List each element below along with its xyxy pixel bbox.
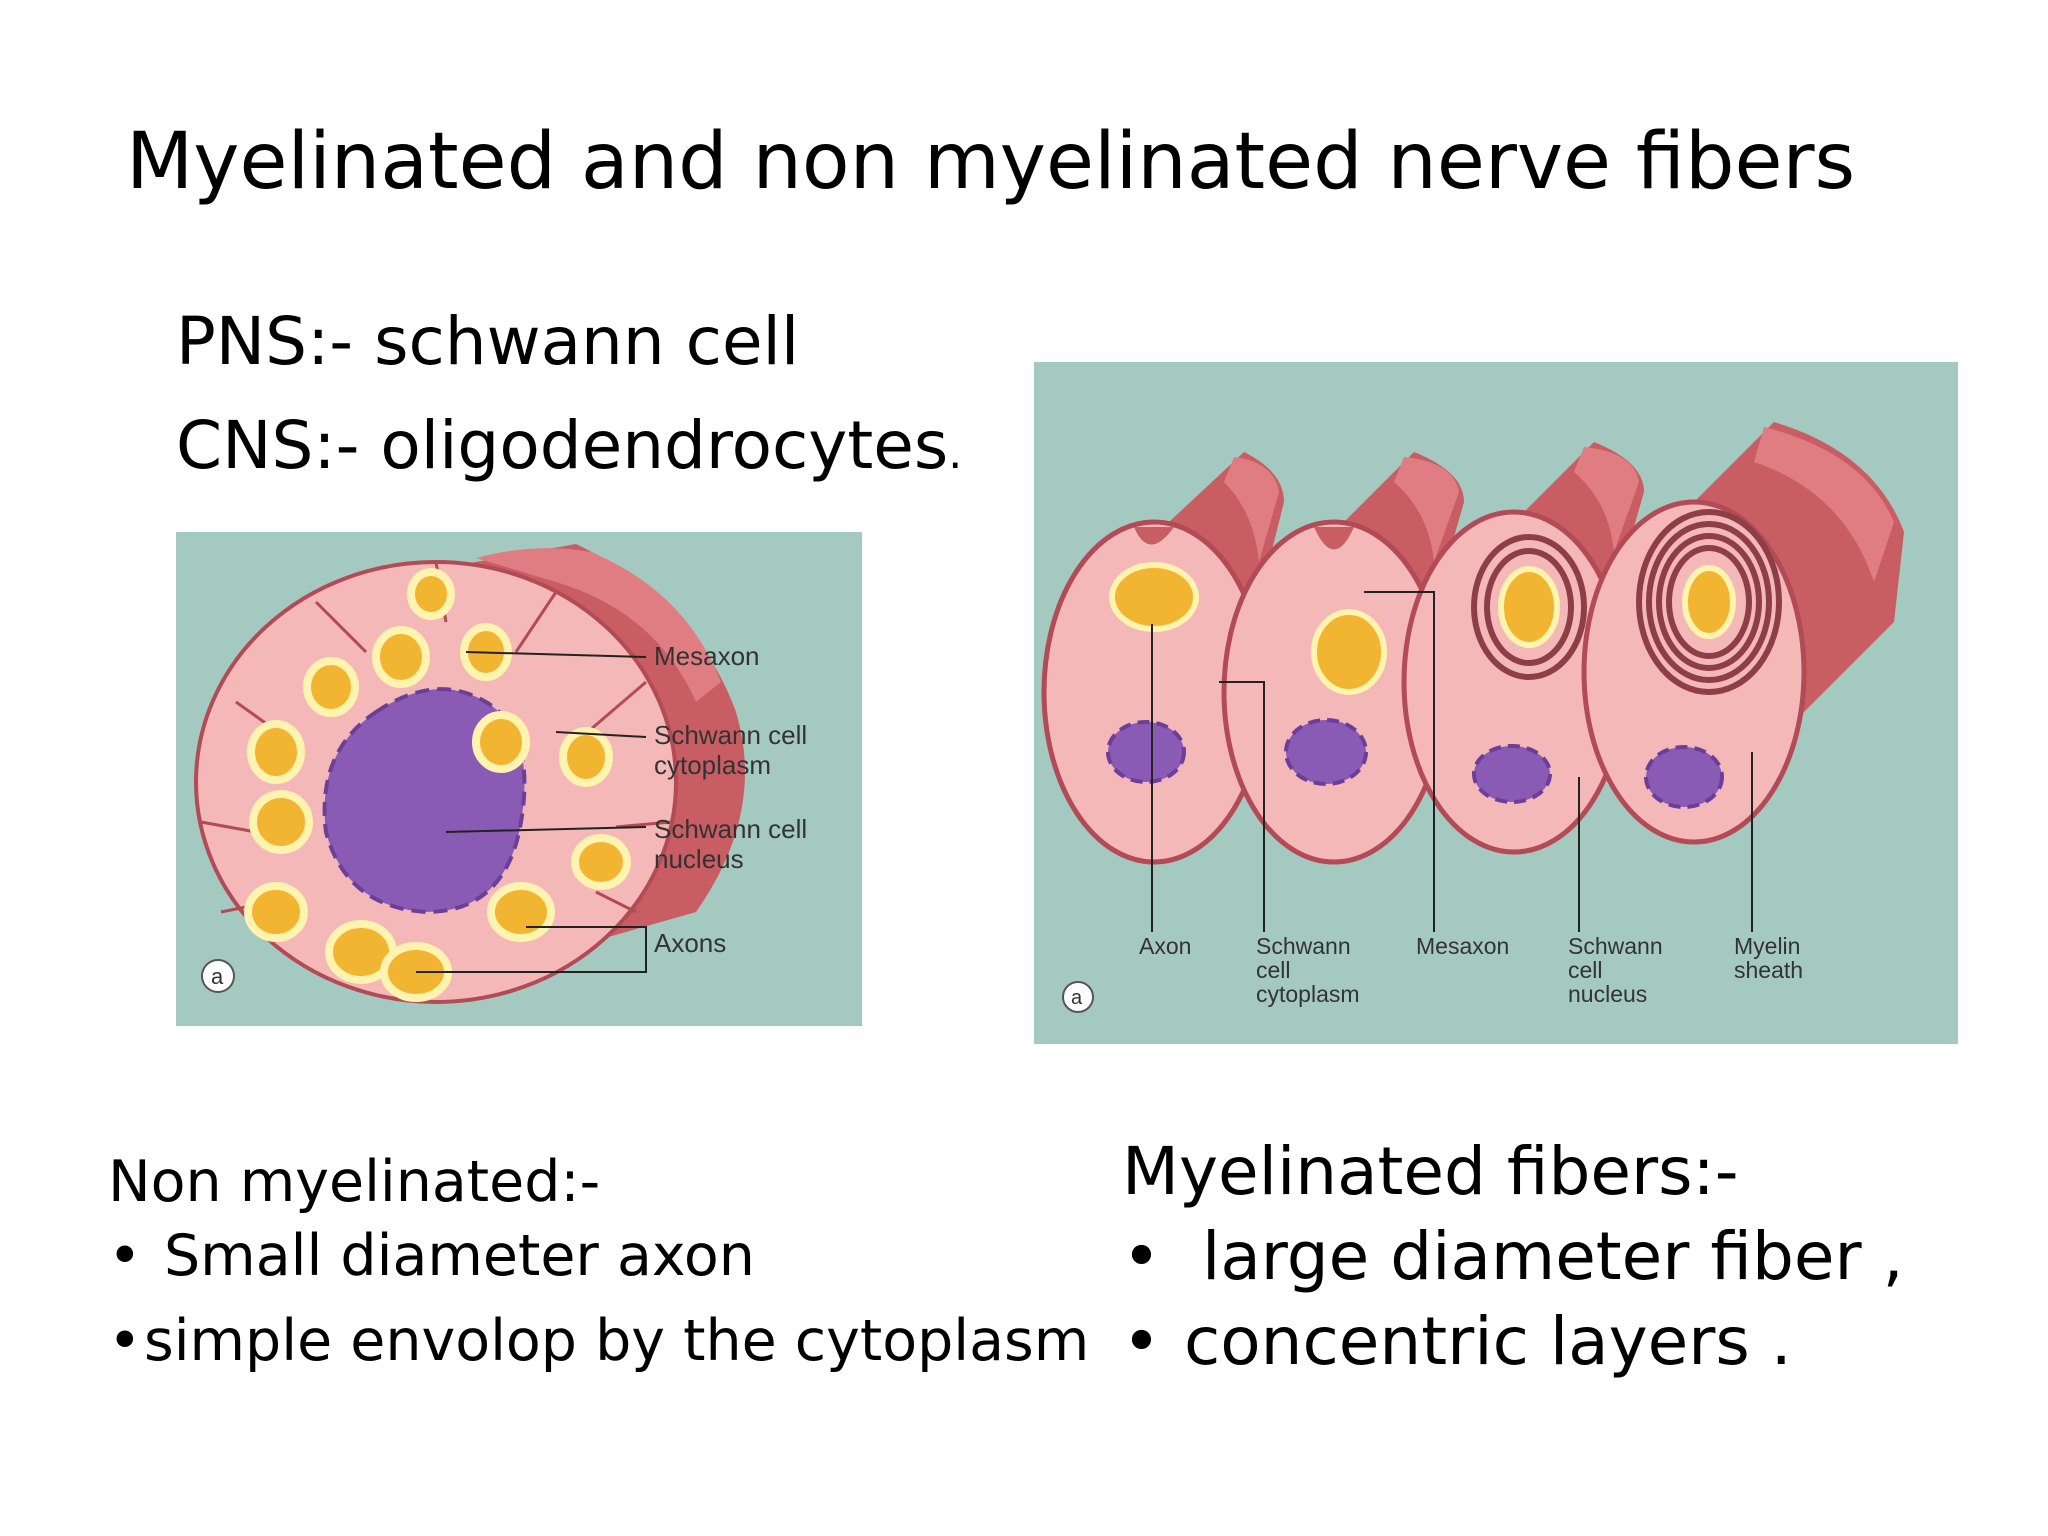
non-myelinated-diagram: Mesaxon Schwann cell cytoplasm Schwann c… (176, 532, 862, 1026)
marker-circle (1062, 981, 1094, 1013)
cns-dot: . (948, 428, 963, 479)
non-myelinated-item-1: Small diameter axon (164, 1223, 755, 1290)
cylinder-highlights (1224, 427, 1894, 582)
label-schwann-nucleus-1: Schwann cell (654, 814, 807, 844)
label-schwann-cytoplasm-1: Schwann cell (654, 720, 807, 750)
marker-a: a (1071, 987, 1083, 1009)
list-item: •simple envolop by the cytoplasm (108, 1307, 1089, 1375)
slide-title: Myelinated and non myelinated nerve fibe… (126, 117, 1856, 207)
label-cytoplasm-2: cell (1256, 957, 1291, 983)
myelinated-list: • large diameter fiber , • concentric laye… (1122, 1217, 1904, 1381)
fiber-highlight (476, 548, 721, 702)
pns-line: PNS:- schwann cell (176, 303, 800, 380)
myelinated-notes: Myelinated fibers:- • large diameter fibe… (1122, 1132, 1904, 1382)
leader-lines (416, 651, 647, 973)
myelination-diagram: Axon Schwann cell cytoplasm Mesaxon Schw… (1034, 362, 1958, 1044)
label-axons: Axons (654, 928, 726, 958)
non-myelinated-notes: Non myelinated:- • Small diameter axon •s… (108, 1148, 1089, 1375)
non-myelinated-item-2: simple envolop by the cytoplasm (144, 1307, 1090, 1374)
myelinated-heading: Myelinated fibers:- (1122, 1133, 1739, 1210)
leader-lines (1151, 591, 1753, 932)
list-item: • large diameter fiber , (1122, 1217, 1904, 1296)
label-cytoplasm-1: Schwann (1256, 933, 1351, 959)
label-mesaxon: Mesaxon (654, 641, 760, 671)
bullet: • (1122, 1218, 1161, 1296)
list-item: • concentric layers . (1122, 1302, 1904, 1381)
label-myelin-2: sheath (1734, 957, 1803, 983)
mesaxon-notches (1134, 527, 1354, 550)
list-item: • Small diameter axon (108, 1222, 1089, 1290)
schwann-nuclei (1106, 718, 1724, 809)
bullet: • (1122, 1303, 1161, 1381)
bullet: • (108, 1307, 142, 1374)
marker-a: a (211, 964, 224, 989)
myelinated-item-1: large diameter fiber , (1202, 1218, 1904, 1296)
myelinated-item-2: concentric layers . (1184, 1303, 1792, 1381)
non-myelinated-heading: Non myelinated:- (108, 1149, 601, 1215)
marker-circle (201, 959, 235, 993)
axons (244, 568, 631, 1002)
label-axon: Axon (1139, 933, 1191, 959)
label-schwann-nucleus-2: nucleus (654, 844, 744, 874)
cns-line: CNS:- oligodendrocytes. (176, 407, 963, 484)
axons (1109, 562, 1736, 695)
label-nucleus-2: cell (1568, 957, 1603, 983)
cns-text: CNS:- oligodendrocytes (176, 407, 949, 484)
non-myelinated-list: • Small diameter axon •simple envolop by … (108, 1222, 1089, 1375)
bullet: • (108, 1223, 142, 1290)
label-schwann-cytoplasm-2: cytoplasm (654, 750, 771, 780)
label-nucleus-1: Schwann (1568, 933, 1663, 959)
label-cytoplasm-3: cytoplasm (1256, 981, 1360, 1007)
label-myelin-1: Myelin (1734, 933, 1800, 959)
myelin-layers (1471, 509, 1782, 695)
label-mesaxon: Mesaxon (1416, 933, 1509, 959)
label-nucleus-3: nucleus (1568, 981, 1647, 1007)
